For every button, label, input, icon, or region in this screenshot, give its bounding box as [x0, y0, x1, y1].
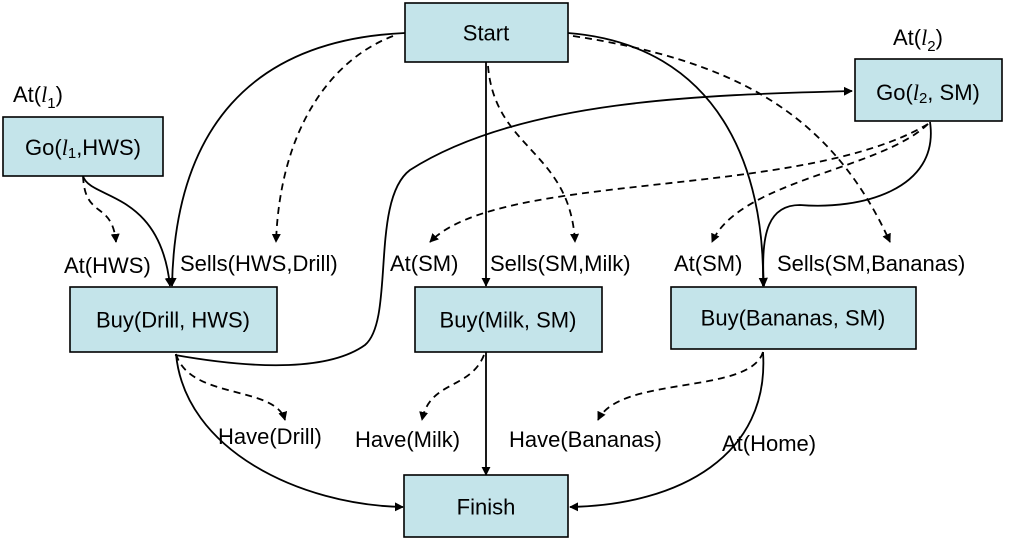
- dashed-edges: [82, 35, 929, 421]
- label-at-l1: At(l1): [13, 82, 63, 112]
- label-at-l2: At(l2): [893, 25, 943, 55]
- dashed-buy-milk-to-have-milk: [419, 354, 485, 421]
- node-go-l2-label: Go(l2, SM): [876, 80, 980, 107]
- node-buy-milk-label: Buy(Milk, SM): [440, 308, 577, 333]
- label-sells-sm-bananas: Sells(SM,Bananas): [777, 251, 965, 276]
- label-have-milk: Have(Milk): [355, 427, 460, 452]
- label-have-drill: Have(Drill): [218, 424, 322, 449]
- node-start-label: Start: [463, 21, 509, 46]
- edge-buy-bananas-to-finish: [569, 351, 765, 512]
- node-buy-bananas-label: Buy(Bananas, SM): [701, 306, 886, 331]
- label-sells-hws-drill: Sells(HWS,Drill): [180, 251, 338, 276]
- edge-start-to-buy-bananas: [567, 32, 768, 287]
- dashed-go-l1-to-at-hws: [82, 175, 120, 243]
- dashed-start-to-sells-hws-drill: [271, 35, 394, 243]
- node-buy-bananas: Buy(Bananas, SM): [670, 286, 917, 350]
- node-go-l2: Go(l2, SM): [854, 58, 1003, 122]
- edge-buy-drill-to-go-l2: [174, 86, 853, 367]
- label-at-sm-milk: At(SM): [390, 251, 458, 276]
- label-at-home: At(Home): [722, 431, 816, 456]
- label-at-hws: At(HWS): [64, 253, 151, 278]
- dashed-go-l2-to-at-sm-left: [429, 123, 929, 243]
- node-start: Start: [404, 2, 569, 63]
- dashed-start-to-sells-sm-milk: [487, 65, 580, 243]
- edge-go-l2-to-buy-bananas: [758, 121, 932, 287]
- label-sells-sm-milk: Sells(SM,Milk): [490, 251, 631, 276]
- node-go-l1-label: Go(l1,HWS): [25, 135, 141, 162]
- label-at-sm-bananas: At(SM): [674, 251, 742, 276]
- dashed-buy-bananas-to-have-bananas: [597, 351, 764, 421]
- node-buy-drill-label: Buy(Drill, HWS): [96, 308, 250, 333]
- node-go-l1: Go(l1,HWS): [2, 116, 164, 177]
- edge-start-to-buy-drill: [167, 32, 406, 287]
- node-buy-drill: Buy(Drill, HWS): [69, 286, 278, 353]
- label-have-bananas: Have(Bananas): [509, 427, 662, 452]
- node-finish-label: Finish: [457, 495, 516, 520]
- solid-edges: [82, 32, 932, 512]
- edge-go-l1-to-buy-drill: [82, 175, 174, 287]
- node-finish: Finish: [403, 474, 569, 538]
- node-buy-milk: Buy(Milk, SM): [414, 286, 603, 353]
- edge-buy-drill-to-finish: [175, 353, 404, 512]
- dashed-go-l2-to-at-sm-right: [711, 123, 929, 243]
- dashed-start-to-sells-sm-bananas: [572, 35, 891, 243]
- dashed-buy-drill-to-have-drill: [175, 353, 288, 421]
